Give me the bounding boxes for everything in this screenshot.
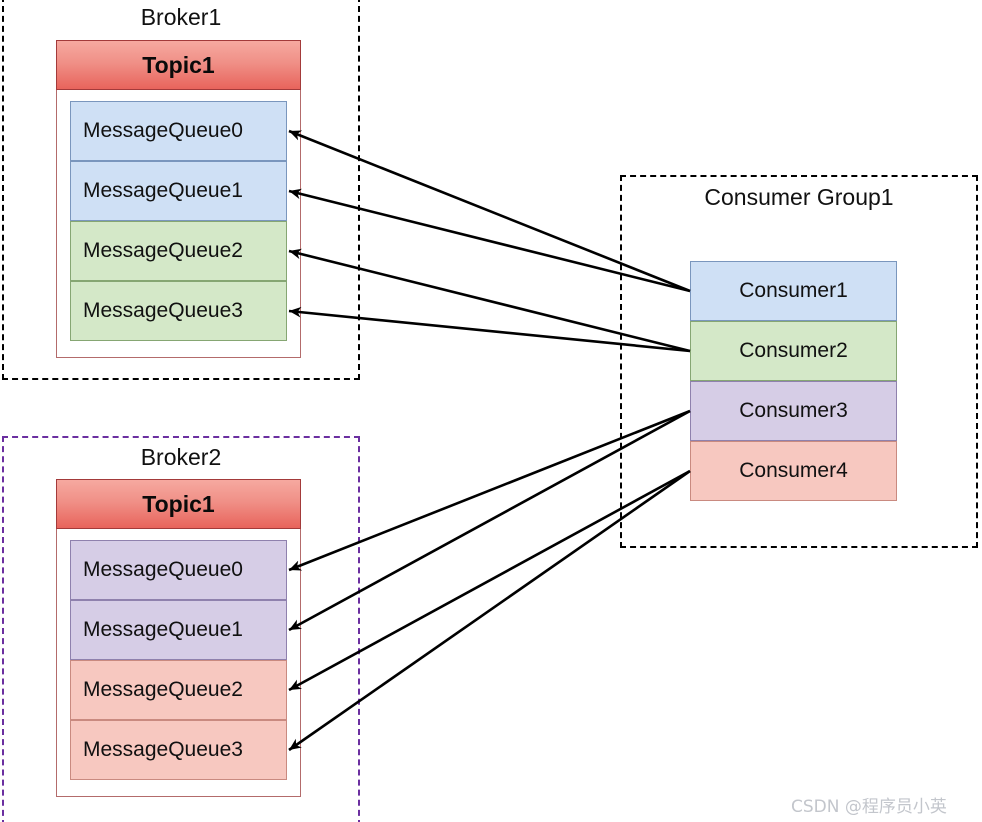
broker1-queue-1[interactable]: MessageQueue1 [70, 161, 287, 221]
consumer-3[interactable]: Consumer3 [690, 381, 897, 441]
broker2-queue-stack: MessageQueue0 MessageQueue1 MessageQueue… [70, 540, 287, 780]
broker2-queue-0[interactable]: MessageQueue0 [70, 540, 287, 600]
consumer-group-container [620, 175, 978, 548]
broker2-title: Broker2 [140, 444, 222, 470]
broker1-queue-0[interactable]: MessageQueue0 [70, 101, 287, 161]
broker2-topic-header: Topic1 [56, 479, 301, 529]
consumer-1[interactable]: Consumer1 [690, 261, 897, 321]
broker1-queue-3[interactable]: MessageQueue3 [70, 281, 287, 341]
csdn-watermark: CSDN @程序员小英 [791, 797, 947, 817]
broker1-topic-header: Topic1 [56, 40, 301, 90]
broker2-queue-2[interactable]: MessageQueue2 [70, 660, 287, 720]
broker1-queue-stack: MessageQueue0 MessageQueue1 MessageQueue… [70, 101, 287, 341]
broker2-queue-1[interactable]: MessageQueue1 [70, 600, 287, 660]
consumer-stack: Consumer1 Consumer2 Consumer3 Consumer4 [690, 261, 897, 501]
consumer-2[interactable]: Consumer2 [690, 321, 897, 381]
consumer-4[interactable]: Consumer4 [690, 441, 897, 501]
broker2-queue-3[interactable]: MessageQueue3 [70, 720, 287, 780]
consumer-group-title: Consumer Group1 [704, 184, 894, 210]
broker1-queue-2[interactable]: MessageQueue2 [70, 221, 287, 281]
broker1-title: Broker1 [140, 4, 222, 30]
